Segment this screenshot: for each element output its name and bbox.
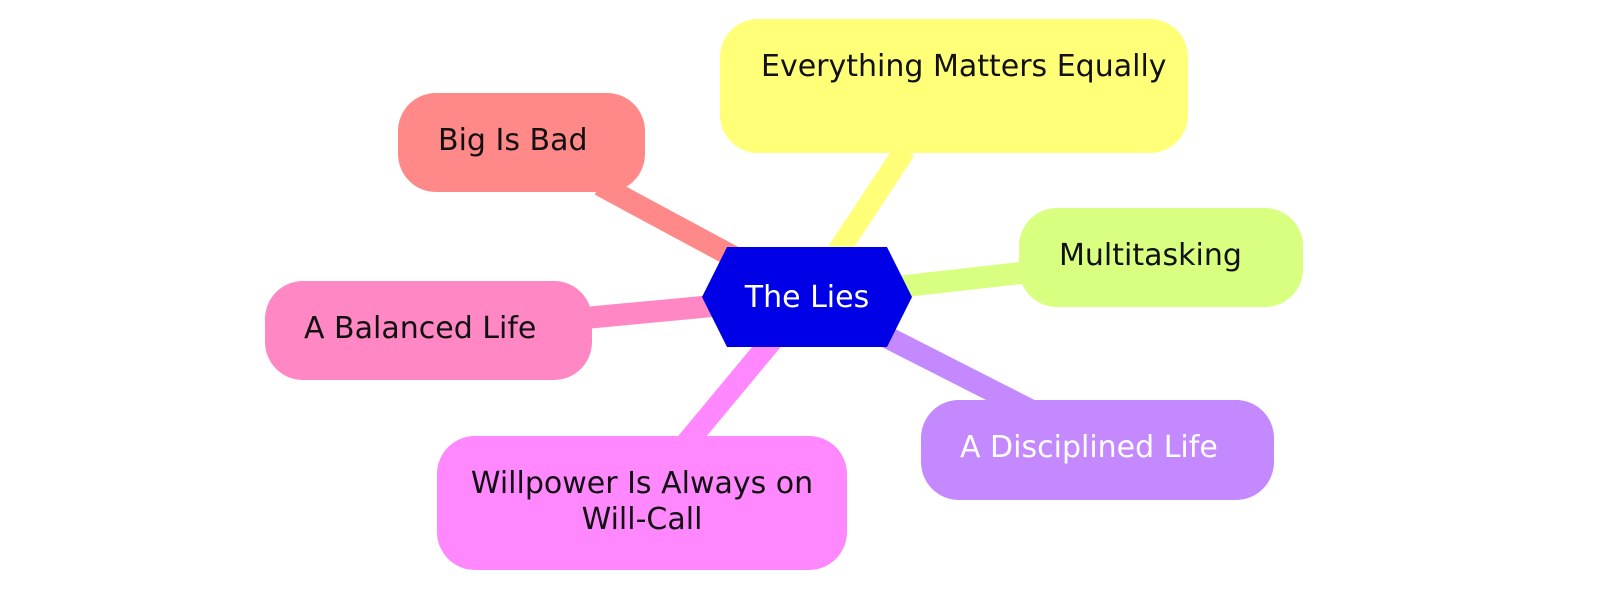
node-multitasking[interactable]: Multitasking (1019, 208, 1303, 307)
node-a-balanced-life[interactable]: A Balanced Life (265, 281, 592, 380)
node-label: Willpower Is Always on Will-Call (470, 466, 814, 537)
center-node-the-lies[interactable]: The Lies (702, 247, 912, 347)
node-label: A Balanced Life (304, 311, 537, 346)
node-label: Everything Matters Equally (761, 49, 1167, 84)
center-label: The Lies (744, 279, 870, 315)
node-label: Big Is Bad (438, 123, 588, 158)
node-everything-matters-equally[interactable]: Everything Matters Equally (720, 19, 1188, 153)
node-a-disciplined-life[interactable]: A Disciplined Life (921, 400, 1274, 500)
center-hexagon-shape (702, 247, 912, 347)
node-label: A Disciplined Life (960, 430, 1218, 465)
node-big-is-bad[interactable]: Big Is Bad (398, 93, 645, 192)
node-label: Multitasking (1059, 238, 1242, 273)
node-willpower-will-call[interactable]: Willpower Is Always on Will-Call (437, 436, 847, 570)
